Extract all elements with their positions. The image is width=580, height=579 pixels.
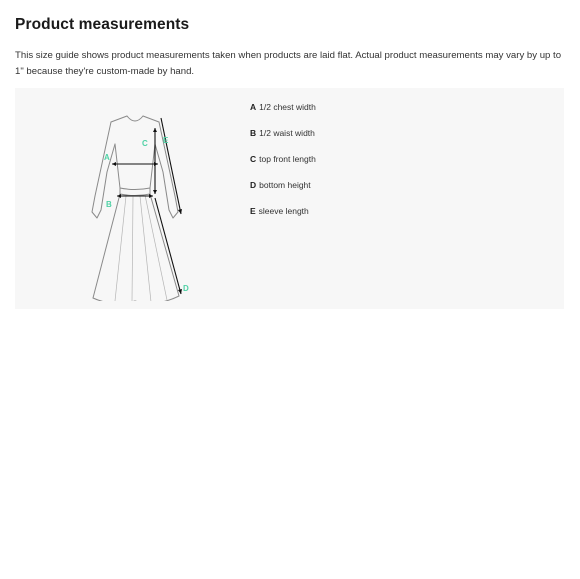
right-sleeve <box>154 121 179 219</box>
chest-arrowhead-right <box>154 162 158 166</box>
label-a: A <box>104 153 110 162</box>
waistband <box>119 187 151 196</box>
length-arrowhead-top <box>153 128 157 132</box>
bodice-right <box>149 143 156 189</box>
legend-key: A <box>250 102 257 112</box>
legend-label: 1/2 waist width <box>259 128 315 138</box>
waist-arrowhead-right <box>149 194 153 198</box>
legend-key: E <box>250 206 256 216</box>
skirt-arrow <box>154 197 182 295</box>
left-sleeve <box>91 121 116 219</box>
skirt-hem <box>92 295 180 301</box>
legend-key: B <box>250 128 257 138</box>
legend-label: 1/2 chest width <box>259 102 316 112</box>
right-shoulder <box>142 115 160 123</box>
skirt-arrowhead-bottom <box>178 289 182 294</box>
legend-key: D <box>250 180 257 190</box>
waist-arrowhead-left <box>117 194 121 198</box>
skirt-fold <box>114 194 168 301</box>
neckline <box>126 115 144 122</box>
skirt-left <box>92 193 121 299</box>
size-guide-description: This size guide shows product measuremen… <box>15 49 562 77</box>
legend-key: C <box>250 154 257 164</box>
legend-label: bottom height <box>259 180 311 190</box>
label-e: E <box>163 136 169 145</box>
chest-arrowhead-left <box>112 162 116 166</box>
skirt-right <box>149 193 180 297</box>
left-shoulder <box>110 115 128 123</box>
label-d: D <box>183 284 189 293</box>
legend-label: sleeve length <box>258 206 309 216</box>
bodice-left <box>114 143 121 189</box>
page-title: Product measurements <box>15 16 190 34</box>
sleeve-arrowhead-bottom <box>178 209 182 214</box>
label-b: B <box>106 200 112 209</box>
dress-diagram: A B C D E <box>91 115 189 301</box>
length-arrowhead-bottom <box>153 190 157 194</box>
label-c: C <box>142 139 148 148</box>
sleeve-arrow <box>160 117 182 215</box>
legend-label: top front length <box>259 154 316 164</box>
